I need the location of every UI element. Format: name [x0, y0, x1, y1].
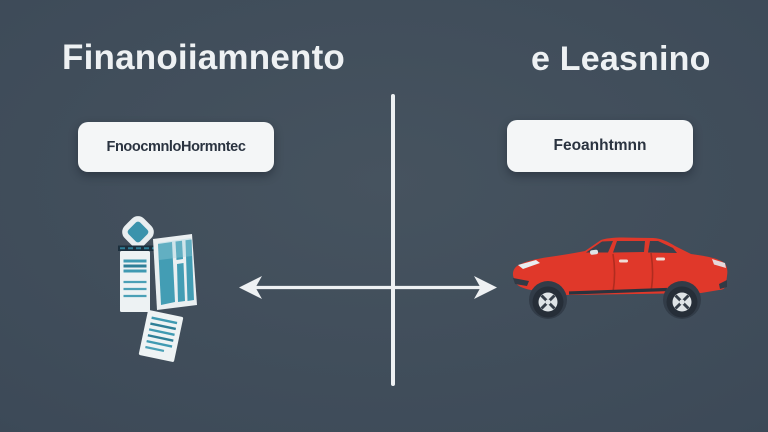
- title-financiamento: Finanoiiamnento: [62, 38, 345, 77]
- right-label-text: Feoanhtmnn: [553, 137, 647, 154]
- left-label-text: FnoocmnloHormntec: [106, 139, 246, 155]
- rear-wheel: [666, 286, 698, 318]
- left-label-box: FnoocmnloHormntec: [78, 122, 274, 172]
- double-arrow-icon: [239, 276, 497, 299]
- front-wheel: [532, 286, 564, 318]
- right-label-box: Feoanhtmnn: [507, 120, 693, 172]
- documents-window-icon: [118, 216, 197, 362]
- vertical-divider-line: [391, 94, 395, 386]
- red-car-icon: [512, 237, 728, 319]
- title-leasing: e Leasnino: [531, 40, 711, 78]
